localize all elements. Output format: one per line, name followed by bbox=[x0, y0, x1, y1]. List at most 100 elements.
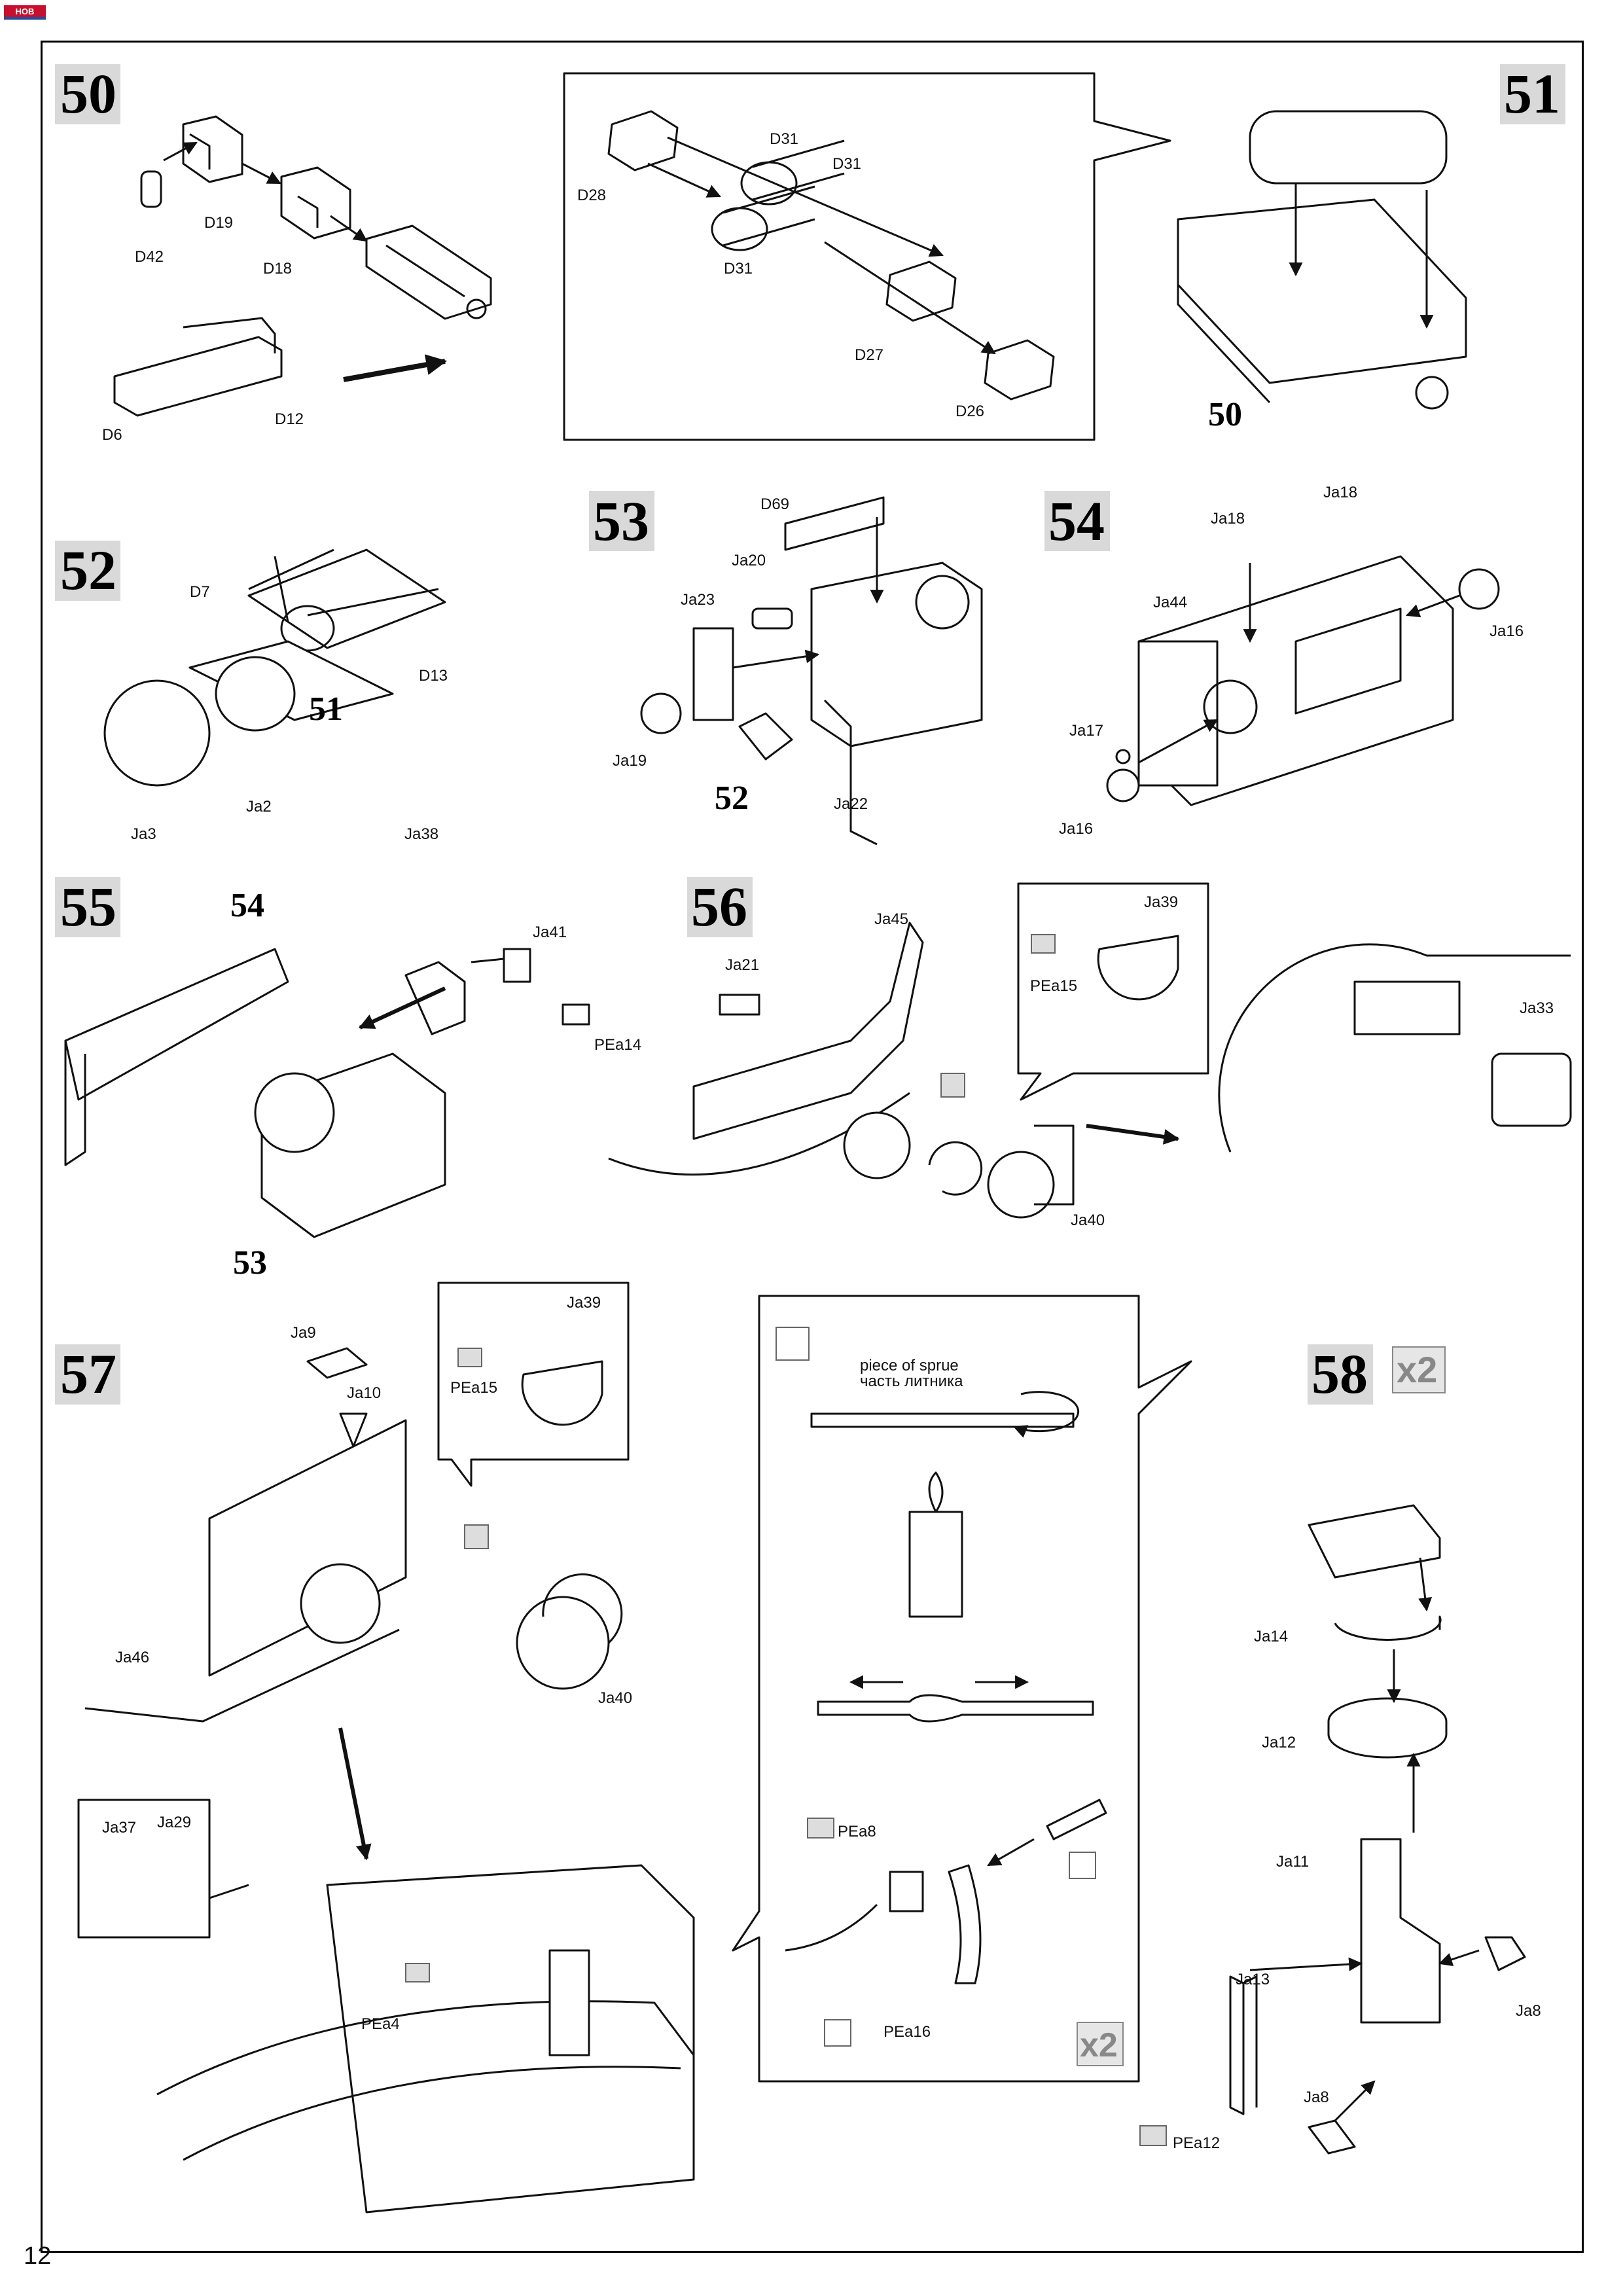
part-label: Ja38 bbox=[404, 825, 438, 843]
sprue-note-ru: часть литника bbox=[860, 1372, 963, 1390]
part-label: Ja3 bbox=[131, 825, 156, 843]
svg-text:HOB: HOB bbox=[16, 7, 35, 16]
step-50-label: 50 bbox=[60, 62, 116, 125]
part-label: Ja18 bbox=[1211, 510, 1245, 528]
step-50-parts bbox=[113, 115, 492, 417]
part-label: Ja20 bbox=[732, 552, 766, 569]
pe-etch-icon bbox=[1139, 2125, 1167, 2146]
heat-icon bbox=[824, 2019, 851, 2047]
part-labels: D42 D19 D18 D6 D12 D28 D31 D31 D31 D27 D… bbox=[102, 130, 1554, 2152]
part-label: D12 bbox=[275, 410, 304, 428]
sprue-note-en: piece of sprue bbox=[860, 1357, 959, 1374]
step-57-label: 57 bbox=[60, 1342, 116, 1405]
step-54-label: 54 bbox=[1048, 490, 1105, 552]
part-label: Ja40 bbox=[598, 1689, 632, 1707]
part-label: Ja12 bbox=[1262, 1734, 1296, 1751]
part-label: Ja46 bbox=[115, 1649, 149, 1666]
subassembly-label: 53 bbox=[233, 1244, 267, 1282]
part-label: Ja22 bbox=[834, 795, 868, 813]
part-label: D27 bbox=[855, 346, 883, 364]
step-badges: 50 51 52 53 54 55 56 57 58 x2 x2 bbox=[55, 62, 1565, 2066]
pe-etch-icon bbox=[405, 1963, 430, 1982]
step-55-label: 55 bbox=[60, 875, 116, 938]
part-label: Ja8 bbox=[1304, 2089, 1329, 2106]
sprue-multiplier: x2 bbox=[1080, 2026, 1118, 2064]
pe-etch-icon bbox=[1031, 934, 1056, 954]
subassembly-label: 54 bbox=[230, 887, 264, 924]
subassembly-label: 51 bbox=[309, 691, 343, 728]
part-label: D28 bbox=[577, 187, 606, 204]
part-label: Ja37 bbox=[102, 1819, 136, 1837]
part-label: Ja2 bbox=[246, 798, 272, 816]
part-label: D69 bbox=[760, 495, 789, 513]
part-label: PEa4 bbox=[361, 2015, 400, 2033]
part-label: Ja17 bbox=[1069, 722, 1103, 740]
part-label: D31 bbox=[724, 260, 753, 278]
step-56-parts bbox=[608, 882, 1572, 1219]
part-label: Ja39 bbox=[1144, 893, 1178, 911]
part-label: PEa15 bbox=[1030, 977, 1077, 995]
part-label: D42 bbox=[135, 248, 164, 266]
part-label: PEa8 bbox=[838, 1823, 876, 1840]
part-label: D13 bbox=[419, 667, 448, 685]
part-label: Ja19 bbox=[613, 752, 647, 770]
part-label: PEa16 bbox=[883, 2023, 931, 2041]
detail-rollers bbox=[607, 110, 1055, 401]
part-label: PEa15 bbox=[450, 1379, 497, 1397]
part-label: Ja21 bbox=[725, 956, 759, 974]
part-label: D18 bbox=[263, 260, 292, 278]
part-label: PEa14 bbox=[594, 1036, 641, 1054]
part-label: D31 bbox=[832, 155, 861, 173]
heat-icon bbox=[776, 1327, 810, 1361]
part-label: Ja33 bbox=[1520, 999, 1554, 1017]
part-label: Ja11 bbox=[1276, 1853, 1309, 1871]
glue-icon bbox=[464, 1524, 489, 1549]
part-label: Ja39 bbox=[567, 1294, 601, 1312]
part-label: D31 bbox=[770, 130, 798, 148]
part-label: Ja44 bbox=[1153, 594, 1187, 611]
step-51-label: 51 bbox=[1504, 62, 1560, 125]
part-label: PEa12 bbox=[1173, 2134, 1220, 2152]
subassembly-label: 50 bbox=[1208, 396, 1242, 433]
step-58-multiplier: x2 bbox=[1397, 1349, 1437, 1390]
pe-etch-icon bbox=[807, 1818, 834, 1839]
step-51-parts bbox=[1177, 110, 1467, 410]
part-label: Ja9 bbox=[291, 1324, 316, 1342]
heat-icon bbox=[1069, 1852, 1096, 1879]
part-label: Ja18 bbox=[1323, 484, 1357, 501]
part-label: Ja10 bbox=[347, 1384, 381, 1402]
glue-icon bbox=[940, 1073, 965, 1098]
step-54-parts bbox=[1106, 555, 1500, 806]
step-53-label: 53 bbox=[593, 490, 649, 552]
part-label: Ja23 bbox=[681, 591, 715, 609]
step-58-label: 58 bbox=[1311, 1342, 1368, 1405]
step-55-parts bbox=[64, 948, 590, 1238]
part-label: Ja16 bbox=[1059, 820, 1093, 838]
part-label: Ja13 bbox=[1236, 1971, 1270, 1988]
step-58-parts bbox=[1229, 1504, 1526, 2155]
step-52-parts bbox=[103, 548, 446, 787]
subassembly-label: 52 bbox=[715, 780, 749, 817]
step-57-parts bbox=[77, 1282, 695, 2214]
part-label: Ja40 bbox=[1071, 1211, 1105, 1229]
pe-etch-icon bbox=[457, 1348, 482, 1367]
part-label: Ja14 bbox=[1254, 1628, 1288, 1645]
step-53-parts bbox=[640, 496, 983, 846]
icons bbox=[405, 934, 1167, 2146]
page-number: 12 bbox=[24, 2242, 52, 2270]
sprue-detail bbox=[732, 1295, 1192, 2083]
part-label: D19 bbox=[204, 214, 233, 232]
part-label: Ja41 bbox=[533, 924, 567, 941]
brand-logo: HOB bbox=[4, 5, 46, 20]
step-52-label: 52 bbox=[60, 539, 116, 601]
part-label: D26 bbox=[955, 403, 984, 420]
part-label: D7 bbox=[190, 583, 210, 601]
part-label: Ja16 bbox=[1489, 622, 1524, 640]
part-label: Ja29 bbox=[157, 1814, 191, 1831]
part-label: Ja8 bbox=[1516, 2002, 1541, 2020]
page-frame bbox=[41, 41, 1584, 2253]
part-label: Ja45 bbox=[874, 910, 908, 928]
step-56-label: 56 bbox=[691, 875, 747, 938]
